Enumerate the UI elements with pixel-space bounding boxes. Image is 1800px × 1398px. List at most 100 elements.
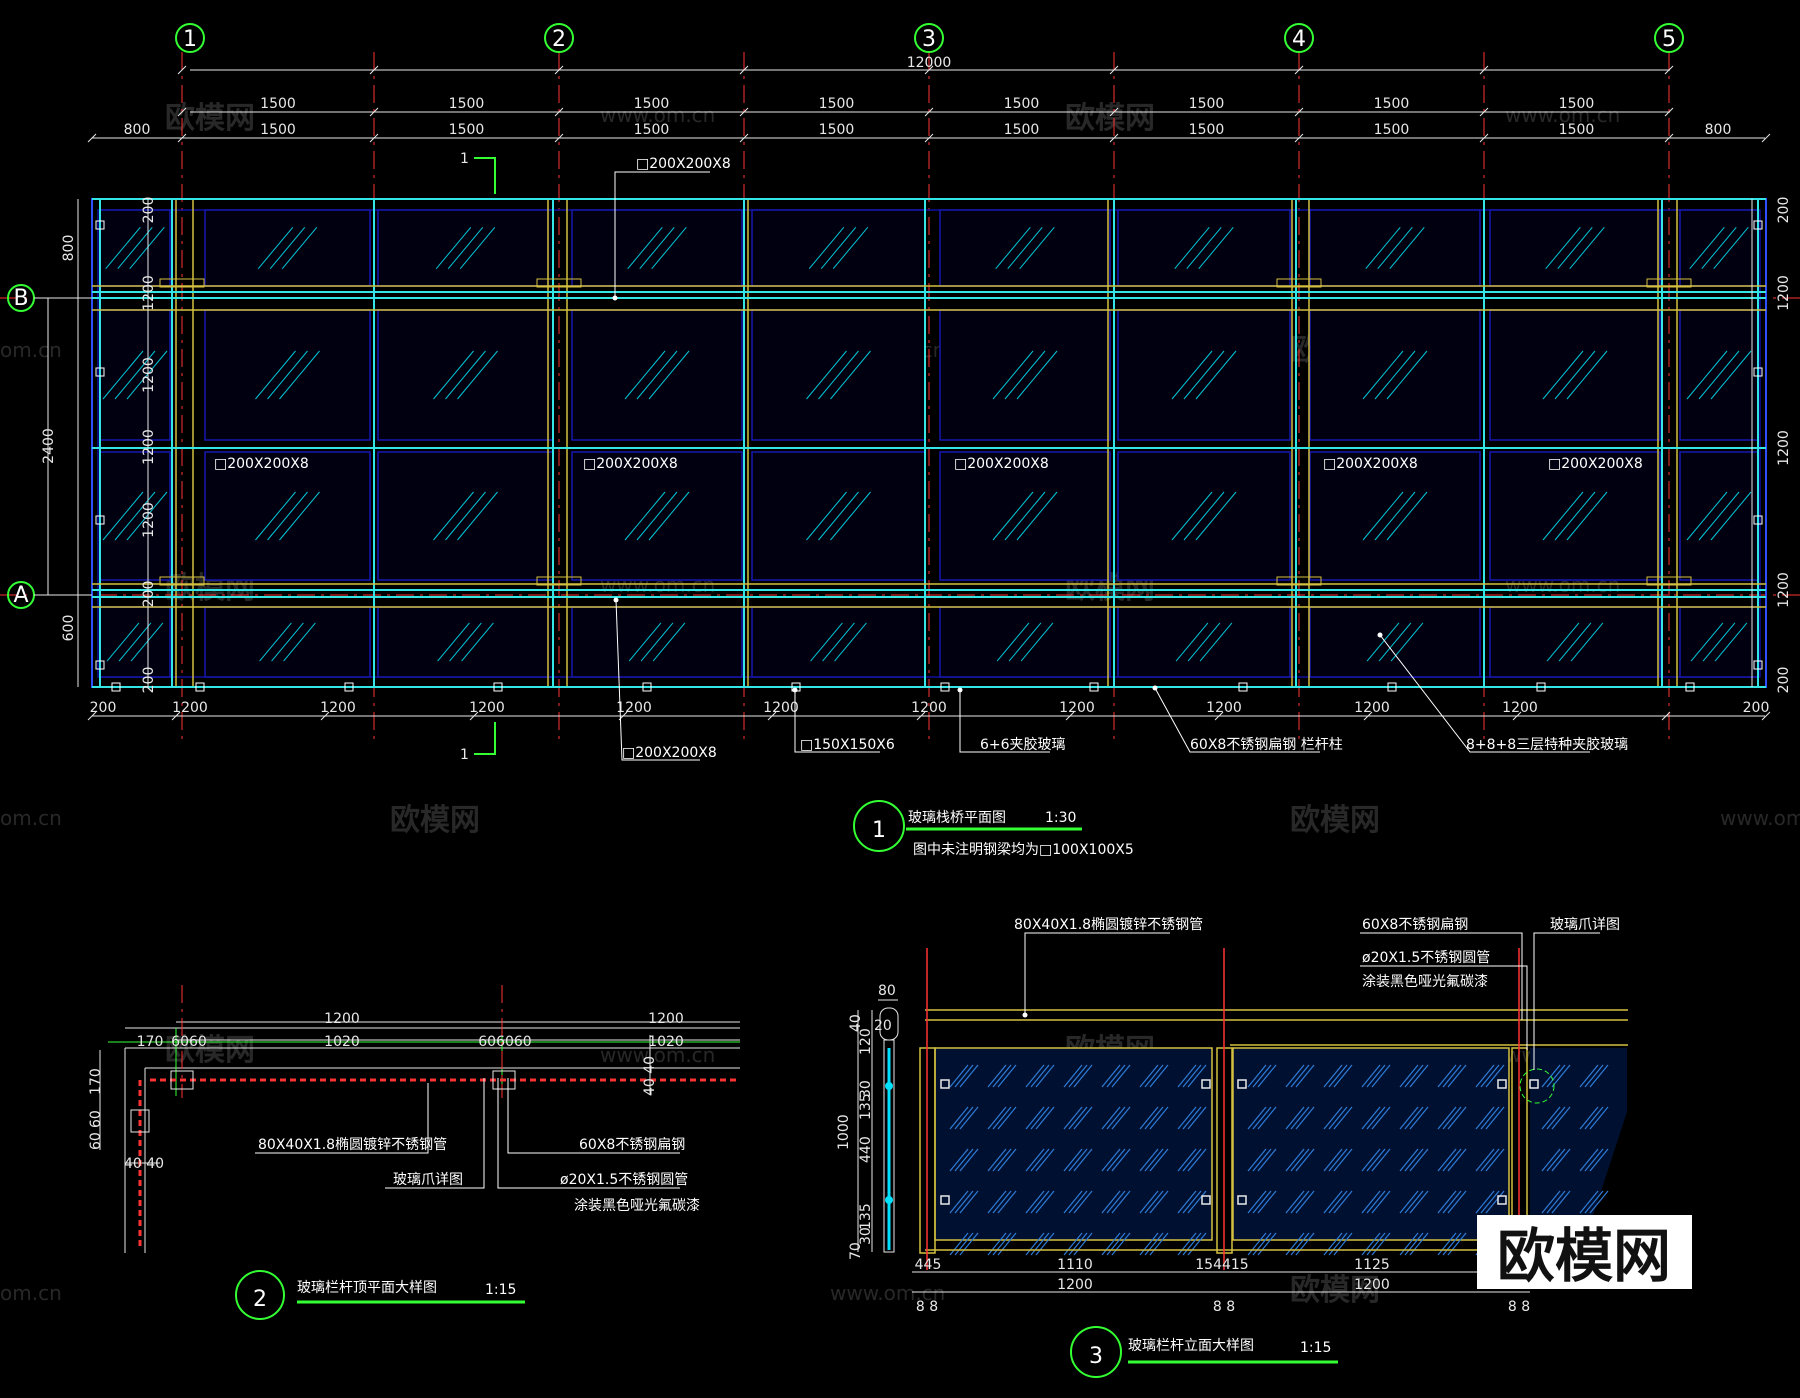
hatch-line (1068, 1064, 1088, 1088)
hatch-line (1020, 622, 1054, 662)
hatch-line (1399, 1148, 1419, 1172)
d3-dim-1200: 1200 (1354, 1277, 1390, 1293)
tick (924, 133, 934, 143)
hatch-line (1541, 1106, 1561, 1130)
tick (369, 65, 379, 75)
dim-left: 600 (61, 615, 77, 642)
hatch-line (1068, 1106, 1088, 1130)
section-marks (474, 157, 496, 755)
hatch-line (1579, 1064, 1599, 1088)
clip (195, 682, 205, 692)
hatch-line (1063, 1064, 1083, 1088)
hatch-line (830, 350, 871, 400)
hatch-line (1073, 1064, 1093, 1088)
hatch-line (818, 491, 859, 541)
hatch-line (1187, 1064, 1207, 1088)
tick (739, 133, 749, 143)
tick (1664, 65, 1674, 75)
watermark: 欧模网 (1290, 1273, 1380, 1308)
hatch-line (1195, 350, 1237, 400)
beam-plate (1276, 576, 1322, 586)
hatch-line (1111, 1064, 1131, 1088)
hatch-line (1579, 1106, 1599, 1130)
d3-dim-20: 20 (874, 1018, 892, 1034)
d3-label-flat: 60X8不锈钢扁钢 (1362, 917, 1468, 933)
hatch-line (1106, 1190, 1126, 1214)
hatch-line (987, 1106, 1007, 1130)
hatch-line (1333, 1190, 1353, 1214)
hatch-line (1290, 1148, 1310, 1172)
clip (95, 367, 105, 377)
deck-inner (97, 209, 1761, 678)
glass-hatch (102, 226, 1752, 662)
label-beam-mid: □200X200X8 (954, 456, 1049, 472)
label-beam-mid: □200X200X8 (214, 456, 309, 472)
hatch-line (1399, 1064, 1419, 1088)
hatch-line (257, 226, 294, 270)
dim-left-inner: 200 (141, 667, 157, 694)
hatch-line (1030, 1106, 1050, 1130)
hatch-line (1584, 1190, 1604, 1214)
hatch-line (118, 622, 152, 662)
hatch-line (1551, 1190, 1571, 1214)
hatch-line (267, 491, 308, 541)
hatch-line (992, 1064, 1012, 1088)
hatch-line (1437, 1190, 1457, 1214)
hatch-line (269, 226, 306, 270)
hatch-line (1323, 1232, 1343, 1256)
hatch-line (1437, 1106, 1457, 1130)
clip (642, 682, 652, 692)
hatch-line (1106, 1148, 1126, 1172)
hatch-line (1111, 1148, 1131, 1172)
hatch-line (1171, 350, 1213, 400)
hatch-line (1177, 1232, 1197, 1256)
hatch-line (834, 622, 867, 662)
hatch-line (624, 350, 666, 400)
hatch-line (627, 226, 663, 270)
hatch-line (1542, 491, 1584, 541)
clip (1238, 682, 1248, 692)
hatch-line (1025, 1190, 1045, 1214)
hatch-line (1323, 1106, 1343, 1130)
hatch-line (1447, 1232, 1467, 1256)
watermark: 欧模网 (165, 101, 255, 136)
d3-label-clip: 玻璃爪详图 (1550, 916, 1620, 933)
hatch-line (1399, 1190, 1419, 1214)
hatch-line (1584, 1064, 1604, 1088)
hatch-line (1139, 1190, 1159, 1214)
hatch-line (959, 1106, 979, 1130)
tick (1664, 107, 1674, 117)
hatch-line (1333, 1232, 1353, 1256)
hatch-line (1546, 622, 1580, 662)
hatch-line (435, 226, 472, 270)
hatch-line (1007, 226, 1043, 270)
d3-dim-80: 80 (878, 983, 896, 999)
hatch-line (992, 350, 1034, 400)
title-1-number: 1 (872, 818, 886, 843)
hatch-line (810, 622, 843, 662)
watermark-site: www.om.cn (830, 1281, 945, 1305)
hatch-line (1366, 1064, 1386, 1088)
hatch-line (987, 1232, 1007, 1256)
dim-row1: 1500 (449, 96, 485, 112)
label-beam-bottom: □200X200X8 (622, 745, 717, 761)
hatch-line (806, 350, 847, 400)
dim-row1: 1500 (1374, 96, 1410, 112)
d2-label-flat: 60X8不锈钢扁钢 (579, 1137, 685, 1153)
hatch-line (954, 1232, 974, 1256)
hatch-line (1106, 1064, 1126, 1088)
label-beam-mid: □200X200X8 (1323, 456, 1418, 472)
d3-dim-1125: 1125 (1354, 1257, 1390, 1273)
hatch-line (447, 226, 484, 270)
hatch-line (1690, 622, 1724, 662)
title-2-name: 玻璃栏杆顶平面大样图 (297, 1279, 437, 1296)
watermark-site: om.cn (0, 806, 62, 830)
d3-dim-154415: 154415 (1195, 1257, 1248, 1273)
hatch-line (1371, 1190, 1391, 1214)
d3-dim-1110: 1110 (1057, 1257, 1093, 1273)
hatch-line (1149, 1232, 1169, 1256)
hatch-line (1025, 1064, 1045, 1088)
hatch-line (1366, 1148, 1386, 1172)
hatch-line (1177, 1190, 1197, 1214)
